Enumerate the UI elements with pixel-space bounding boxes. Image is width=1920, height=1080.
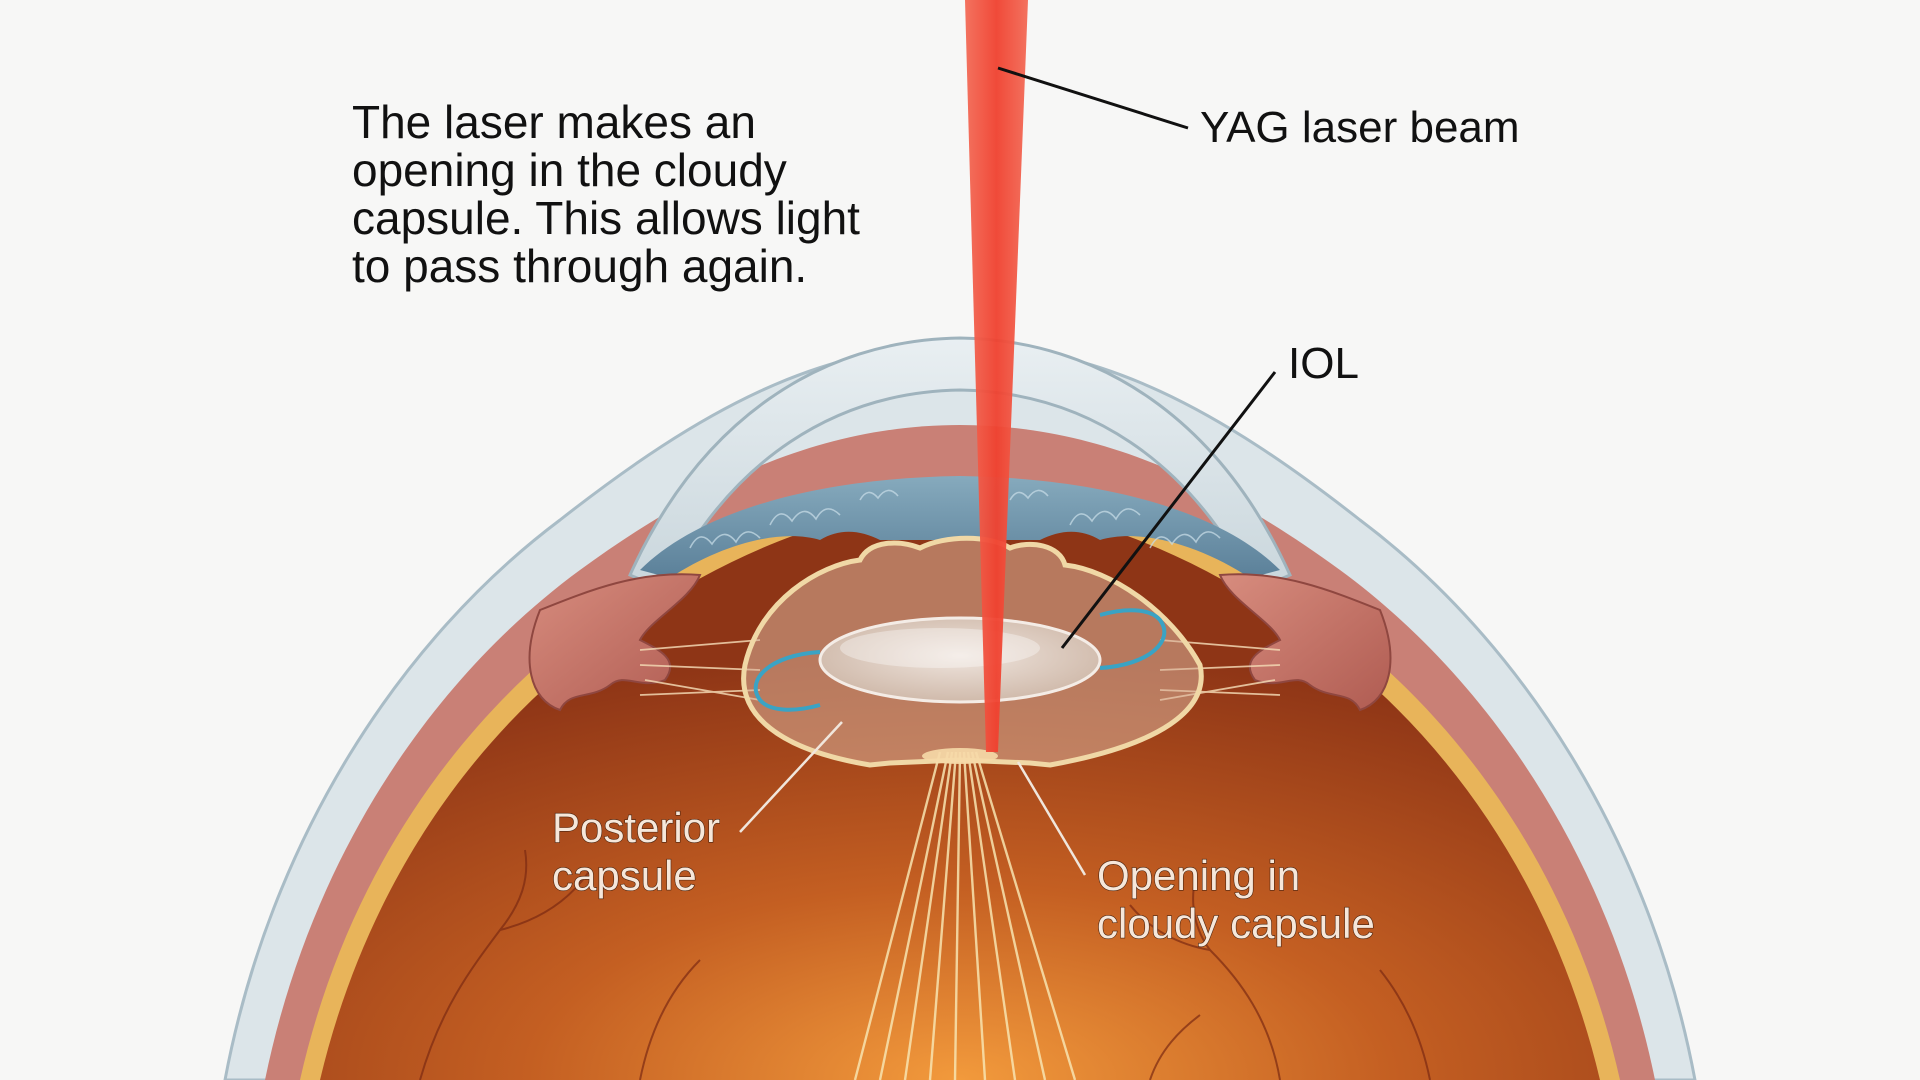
caption: The laser makes an opening in the cloudy… <box>352 96 860 292</box>
label-posterior-capsule-line-2: capsule <box>552 852 697 899</box>
caption-line-1: The laser makes an <box>352 96 756 148</box>
label-opening-line-2: cloudy capsule <box>1097 900 1375 947</box>
label-yag-laser-beam: YAG laser beam <box>1200 103 1520 152</box>
label-posterior-capsule-line-1: Posterior <box>552 804 720 851</box>
caption-line-4: to pass through again. <box>352 240 807 292</box>
iol-highlight <box>840 628 1040 668</box>
label-iol: IOL <box>1288 339 1359 388</box>
leader-yag <box>998 68 1188 128</box>
caption-line-2: opening in the cloudy <box>352 144 787 196</box>
caption-line-3: capsule. This allows light <box>352 192 860 244</box>
label-opening-line-1: Opening in <box>1097 852 1300 899</box>
